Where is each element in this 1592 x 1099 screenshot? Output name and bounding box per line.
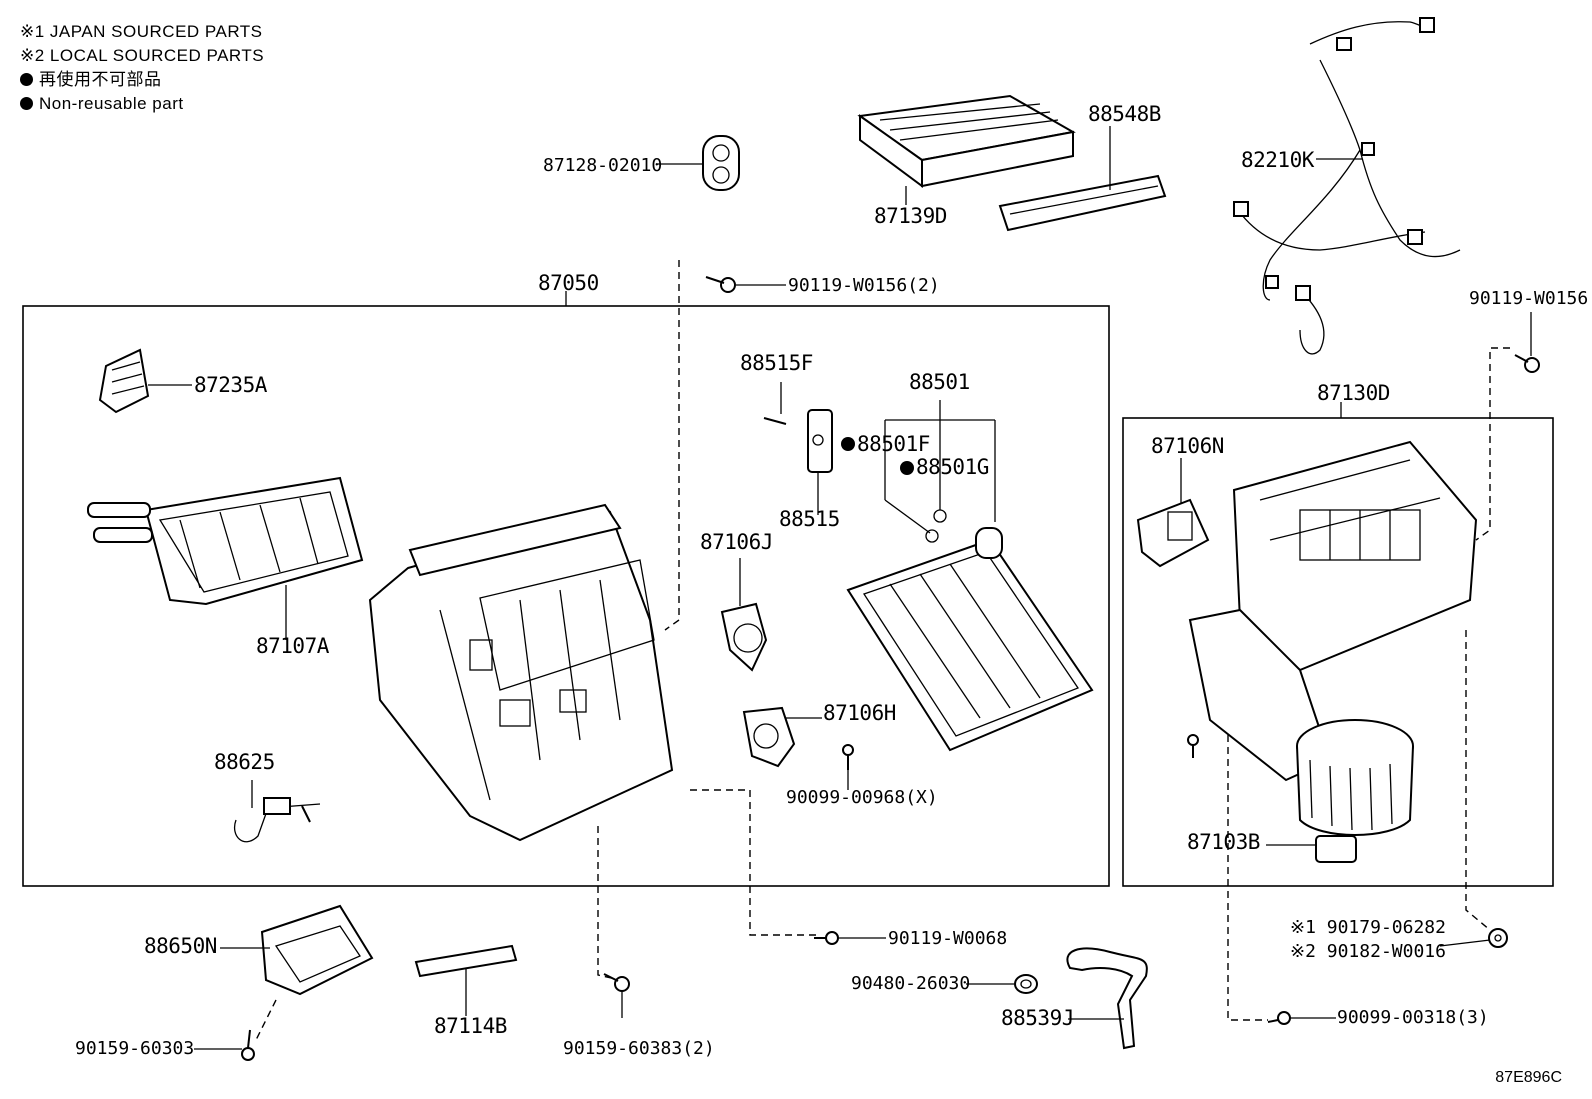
module-88650n-part [220, 904, 374, 996]
label-88501g: 88501G [916, 455, 989, 479]
label-90119-w0156-2: 90119-W0156(2) [788, 275, 940, 296]
grommet-part [656, 135, 740, 191]
legend-local-sourced: ※2 LOCAL SOURCED PARTS [20, 46, 265, 65]
bullet-icon [20, 73, 33, 86]
label-90480-26030: 90480-26030 [851, 973, 971, 994]
label-90159-60383: 90159-60383(2) [563, 1038, 715, 1059]
servo-87106n-part [1136, 458, 1210, 568]
label-87235a: 87235A [194, 373, 267, 397]
legend-non-reusable-en: Non-reusable part [20, 92, 264, 116]
clamp-90480-26030 [966, 974, 1038, 994]
servo-87106h-part [742, 706, 822, 768]
label-88515: 88515 [779, 507, 840, 531]
filter-cover-part [998, 126, 1167, 232]
label-90179-06282: ※1 90179-06282 [1290, 917, 1446, 938]
screw-90159-60303 [194, 1029, 255, 1061]
label-87107a: 87107A [256, 634, 329, 658]
blower-unit-group-box [1122, 417, 1554, 887]
air-filter-part [857, 94, 1076, 205]
heater-core-part [87, 476, 364, 640]
label-87128-02010: 87128-02010 [543, 155, 663, 176]
screw-90119-w0068 [814, 931, 886, 945]
label-87130d: 87130D [1317, 381, 1390, 405]
label-90119-w0068: 90119-W0068 [888, 928, 1008, 949]
bullet-icon [20, 97, 33, 110]
screw-90099-00318 [1267, 1011, 1336, 1025]
label-87050: 87050 [538, 271, 599, 295]
label-88650n: 88650N [144, 934, 217, 958]
label-87103b: 87103B [1187, 830, 1260, 854]
screw-blower-case [1187, 734, 1199, 758]
label-88548b: 88548B [1088, 102, 1161, 126]
legend-non-reusable-jp: 再使用不可部品 [20, 68, 264, 92]
evaporator-bracket-lines [841, 400, 996, 543]
illustration-reference: 87E896C [1495, 1069, 1562, 1086]
legend-japan-sourced: ※1 JAPAN SOURCED PARTS [20, 22, 263, 41]
label-87106n: 87106N [1151, 434, 1224, 458]
wire-harness-part [1233, 17, 1461, 355]
label-87106h: 87106H [823, 701, 896, 725]
label-87139d: 87139D [874, 204, 947, 228]
label-90159-60303: 90159-60303 [75, 1038, 195, 1059]
label-88501f: 88501F [857, 432, 930, 456]
label-88539j: 88539J [1001, 1006, 1074, 1030]
nut-90179-90182 [1439, 928, 1508, 948]
label-88501: 88501 [909, 370, 970, 394]
expansion-valve-part [763, 382, 833, 515]
blower-motor-part [1266, 719, 1414, 863]
label-90099-00318: 90099-00318(3) [1337, 1007, 1489, 1028]
label-88515f: 88515F [740, 351, 813, 375]
heater-case-part [368, 503, 674, 842]
servo-87106j-part [720, 558, 768, 672]
legend: ※1 JAPAN SOURCED PARTS ※2 LOCAL SOURCED … [20, 20, 264, 116]
screw-90119-w0156-2 [705, 276, 786, 293]
label-82210k: 82210K [1241, 148, 1314, 172]
label-88625: 88625 [214, 750, 275, 774]
label-87114b: 87114B [434, 1014, 507, 1038]
temperature-sensor-part [233, 780, 321, 843]
drain-hose-88539j [1066, 947, 1148, 1050]
label-90182-w0016: ※2 90182-W0016 [1290, 941, 1446, 962]
evaporator-part [846, 527, 1094, 752]
screw-90119-w0156 [1514, 312, 1540, 373]
screw-90099-00968 [842, 744, 854, 790]
blower-case-part [1188, 440, 1478, 782]
label-90119-w0156: 90119-W0156 [1469, 288, 1589, 309]
duct-87114b-part [414, 944, 518, 1016]
label-90099-00968: 90099-00968(X) [786, 787, 938, 808]
label-87106j: 87106J [700, 530, 773, 554]
damper-87235a-part [98, 348, 192, 414]
screw-90159-60383 [603, 973, 630, 1018]
